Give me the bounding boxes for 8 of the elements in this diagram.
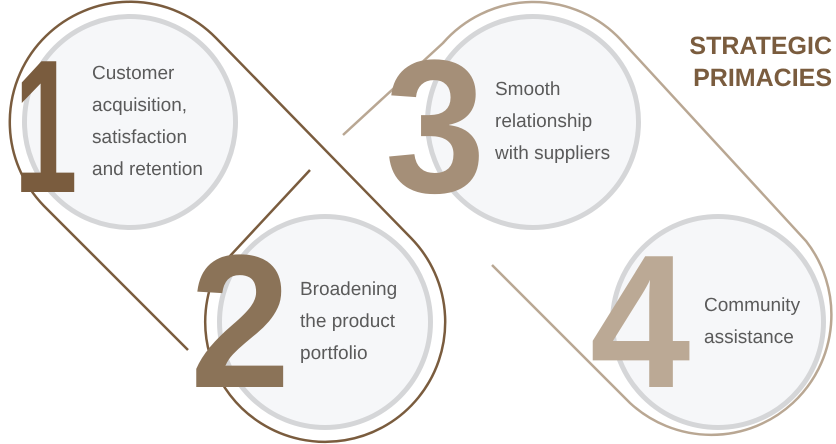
title: STRATEGIC PRIMACIES — [688, 31, 832, 94]
step-number: 1 — [14, 57, 78, 197]
step-number: 3 — [385, 57, 486, 197]
step-text: Customer acquisition, satisfaction and retention — [92, 62, 204, 182]
step-text: Community assistance — [704, 294, 802, 350]
step-number: 4 — [590, 252, 690, 392]
step-text: Broadening the product portfolio — [300, 278, 398, 366]
step-text: Smooth relationship with suppliers — [495, 78, 612, 166]
